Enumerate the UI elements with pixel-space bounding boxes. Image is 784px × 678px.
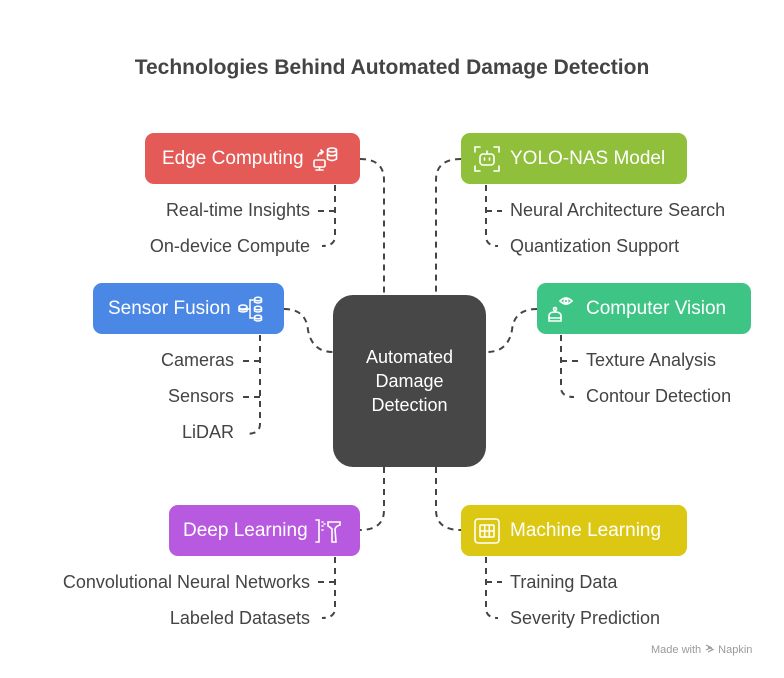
node-yolo-nas-model[interactable]: YOLO-NAS Model [461,133,687,184]
leaf-convolutional-neural-networks: Convolutional Neural Networks [62,572,310,592]
leaf-sensors: Sensors [167,386,234,406]
connector-cv-leaves [560,335,575,398]
connector-computer-vision [486,308,538,353]
node-label: Edge Computing [162,147,304,169]
napkin-logo-icon [704,643,715,657]
node-label: Deep Learning [183,519,308,541]
hammer-sparks-icon [314,516,344,546]
leaf-texture-analysis: Texture Analysis [586,350,717,370]
node-label: YOLO-NAS Model [510,147,666,169]
edge-device-database-icon [310,144,340,174]
leaf-severity-prediction: Severity Prediction [510,608,661,628]
leaf-contour-detection: Contour Detection [586,386,732,406]
leaf-labeled-datasets: Labeled Datasets [169,608,310,628]
node-edge-computing[interactable]: Edge Computing [145,133,360,184]
node-machine-learning[interactable]: Machine Learning [461,505,687,556]
connector-dl-leaves [321,557,336,619]
connector-edge-computing [359,158,385,295]
node-label: Sensor Fusion [108,297,231,319]
napkin-brand: Napkin [718,644,753,656]
connector-ml-leaves [485,557,499,619]
database-hierarchy-icon [237,294,267,324]
node-label: Machine Learning [510,519,662,541]
node-computer-vision[interactable]: Computer Vision [537,283,751,334]
connector-yolo [435,158,462,295]
node-label: Computer Vision [586,297,727,319]
leaf-cameras: Cameras [160,350,234,370]
leaf-real-time-insights: Real-time Insights [165,200,310,220]
node-deep-learning[interactable]: Deep Learning [169,505,360,556]
leaf-neural-architecture-search: Neural Architecture Search [510,200,726,220]
connector-sensor-leaves [245,335,261,435]
robot-eye-icon [546,294,576,324]
center-node[interactable]: Automated Damage Detection [333,295,486,467]
connector-sensor-fusion [283,308,334,353]
made-with-label: Made with [651,644,702,656]
connector-machine-learning [435,467,462,531]
leaf-quantization-support: Quantization Support [510,236,680,256]
leaf-lidar: LiDAR [181,422,234,442]
made-with-napkin[interactable]: Made with Napkin [651,643,752,657]
node-sensor-fusion[interactable]: Sensor Fusion [93,283,284,334]
leaf-training-data: Training Data [510,572,618,592]
robot-scan-icon [472,144,502,174]
leaf-on-device-compute: On-device Compute [149,236,310,256]
connector-yolo-leaves [485,185,499,247]
grid-table-icon [472,516,502,546]
connector-deep-learning [359,467,385,531]
diagram-title: Technologies Behind Automated Damage Det… [134,56,650,79]
connector-edge-leaves [321,185,336,247]
center-label: Automated Damage Detection [365,347,454,415]
